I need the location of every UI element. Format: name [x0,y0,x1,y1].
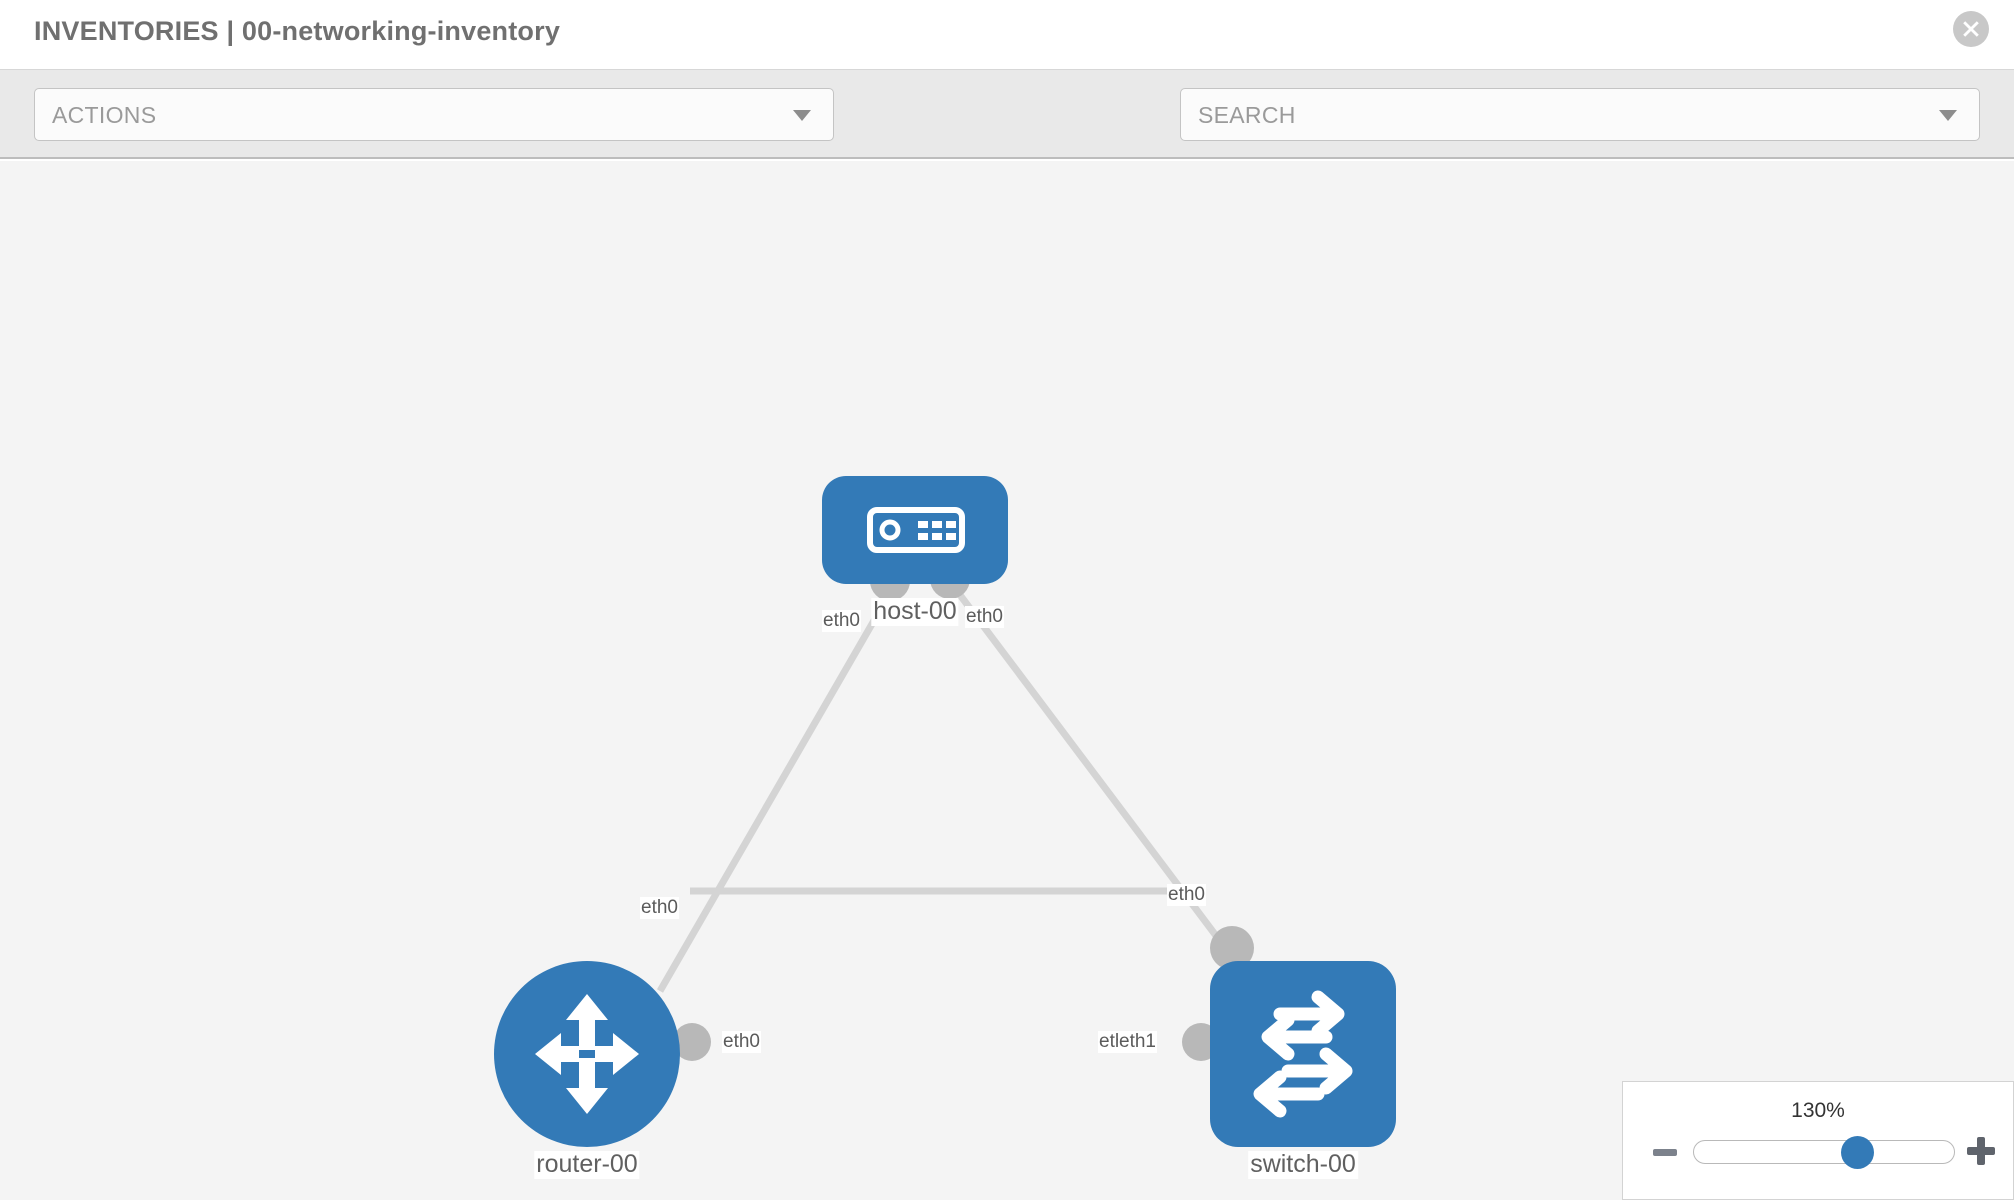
node-router-00[interactable]: router-00 [494,961,680,1179]
zoom-slider[interactable] [1693,1136,1955,1169]
search-input[interactable]: SEARCH [1180,88,1980,141]
minus-icon [1653,1149,1677,1156]
actions-dropdown[interactable]: ACTIONS [34,88,834,141]
zoom-slider-handle[interactable] [1841,1136,1874,1169]
node-router-00-label: router-00 [534,1150,640,1179]
node-switch-00-shape[interactable] [1210,961,1396,1147]
toolbar: ACTIONS SEARCH [0,70,2014,198]
router-arrows-icon [535,994,639,1114]
node-switch-00-label: switch-00 [1248,1150,1358,1179]
search-placeholder: SEARCH [1198,102,1296,128]
edge-label-switch-left: eth1 [1118,1031,1157,1053]
node-host-00[interactable]: host-00 [822,476,1008,626]
server-appliance-icon [867,507,965,553]
topology-links [656,576,1238,993]
switch-arrows-icon [1253,990,1353,1118]
node-router-00-shape[interactable] [494,961,680,1147]
node-host-00-shape[interactable] [822,476,1008,584]
edge-label-host-left: eth0 [822,610,861,632]
topology-canvas[interactable]: host-00 router-00 [0,161,2014,1200]
actions-dropdown-label: ACTIONS [52,102,157,128]
zoom-control-panel: 130% [1622,1081,2014,1200]
window-header: INVENTORIES | 00-networking-inventory [0,0,2014,70]
zoom-out-button[interactable] [1651,1139,1679,1167]
edge-label-router-upper: eth0 [640,897,679,919]
chevron-down-icon [793,109,811,121]
link-host-router[interactable] [656,577,902,993]
zoom-percent-label: 130% [1791,1099,1845,1122]
node-switch-00[interactable]: switch-00 [1210,961,1396,1179]
edge-label-host-right: eth0 [965,606,1004,628]
chevron-down-icon [1939,109,1957,121]
plus-icon [1967,1137,1995,1165]
node-host-00-label: host-00 [871,597,959,626]
zoom-in-button[interactable] [1965,1135,1997,1167]
edge-label-switch-upper: eth0 [1167,884,1206,906]
page-title: INVENTORIES | 00-networking-inventory [34,16,561,46]
close-icon-glyph [1963,21,1979,37]
close-icon[interactable] [1953,11,1989,47]
edge-label-router-right: eth0 [722,1031,761,1053]
